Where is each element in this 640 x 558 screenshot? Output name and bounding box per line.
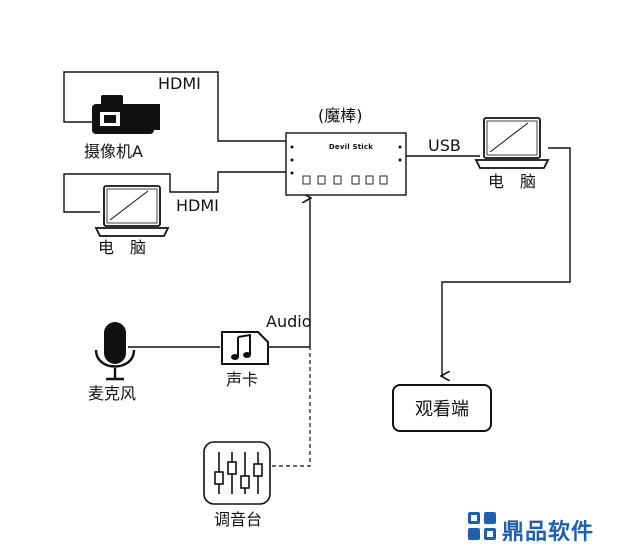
watermark-text: 鼎品软件 (502, 520, 595, 545)
device-buttons (302, 175, 388, 185)
hdmi-laptop-label: HDMI (176, 196, 219, 215)
usb-label: USB (428, 136, 461, 155)
viewer-label: 观看端 (415, 399, 469, 420)
laptop-icon (94, 185, 170, 237)
laptop-right-label: 电 脑 (488, 172, 537, 191)
video-camera-icon (92, 95, 160, 134)
sound-card-label: 声卡 (226, 370, 259, 389)
mixer-label: 调音台 (214, 510, 263, 529)
microphone-icon (94, 322, 136, 381)
viewer-node: 观看端 (392, 384, 492, 432)
camera-label: 摄像机A (84, 142, 143, 161)
devil-stick-device (285, 132, 407, 196)
watermark-logo-icon (468, 512, 496, 540)
hdmi-camera-label: HDMI (158, 74, 201, 93)
laptop-left-label: 电 脑 (98, 238, 147, 257)
mixer-dashed-connector (272, 347, 311, 467)
laptop-icon (474, 117, 550, 169)
mixer-icon (203, 441, 271, 505)
hdmi-laptop-connector (63, 171, 286, 213)
stream-to-viewer-connector (442, 147, 571, 376)
sound-card-icon (221, 331, 269, 365)
hdmi-camera-connector (63, 71, 286, 142)
watermark: 鼎品软件 (502, 514, 594, 546)
audio-label: Audio (266, 312, 312, 331)
music-note-icon (231, 333, 251, 360)
microphone-label: 麦克风 (88, 384, 137, 403)
device-label: Devil Stick (328, 143, 374, 151)
device-title: (魔棒) (318, 106, 363, 125)
